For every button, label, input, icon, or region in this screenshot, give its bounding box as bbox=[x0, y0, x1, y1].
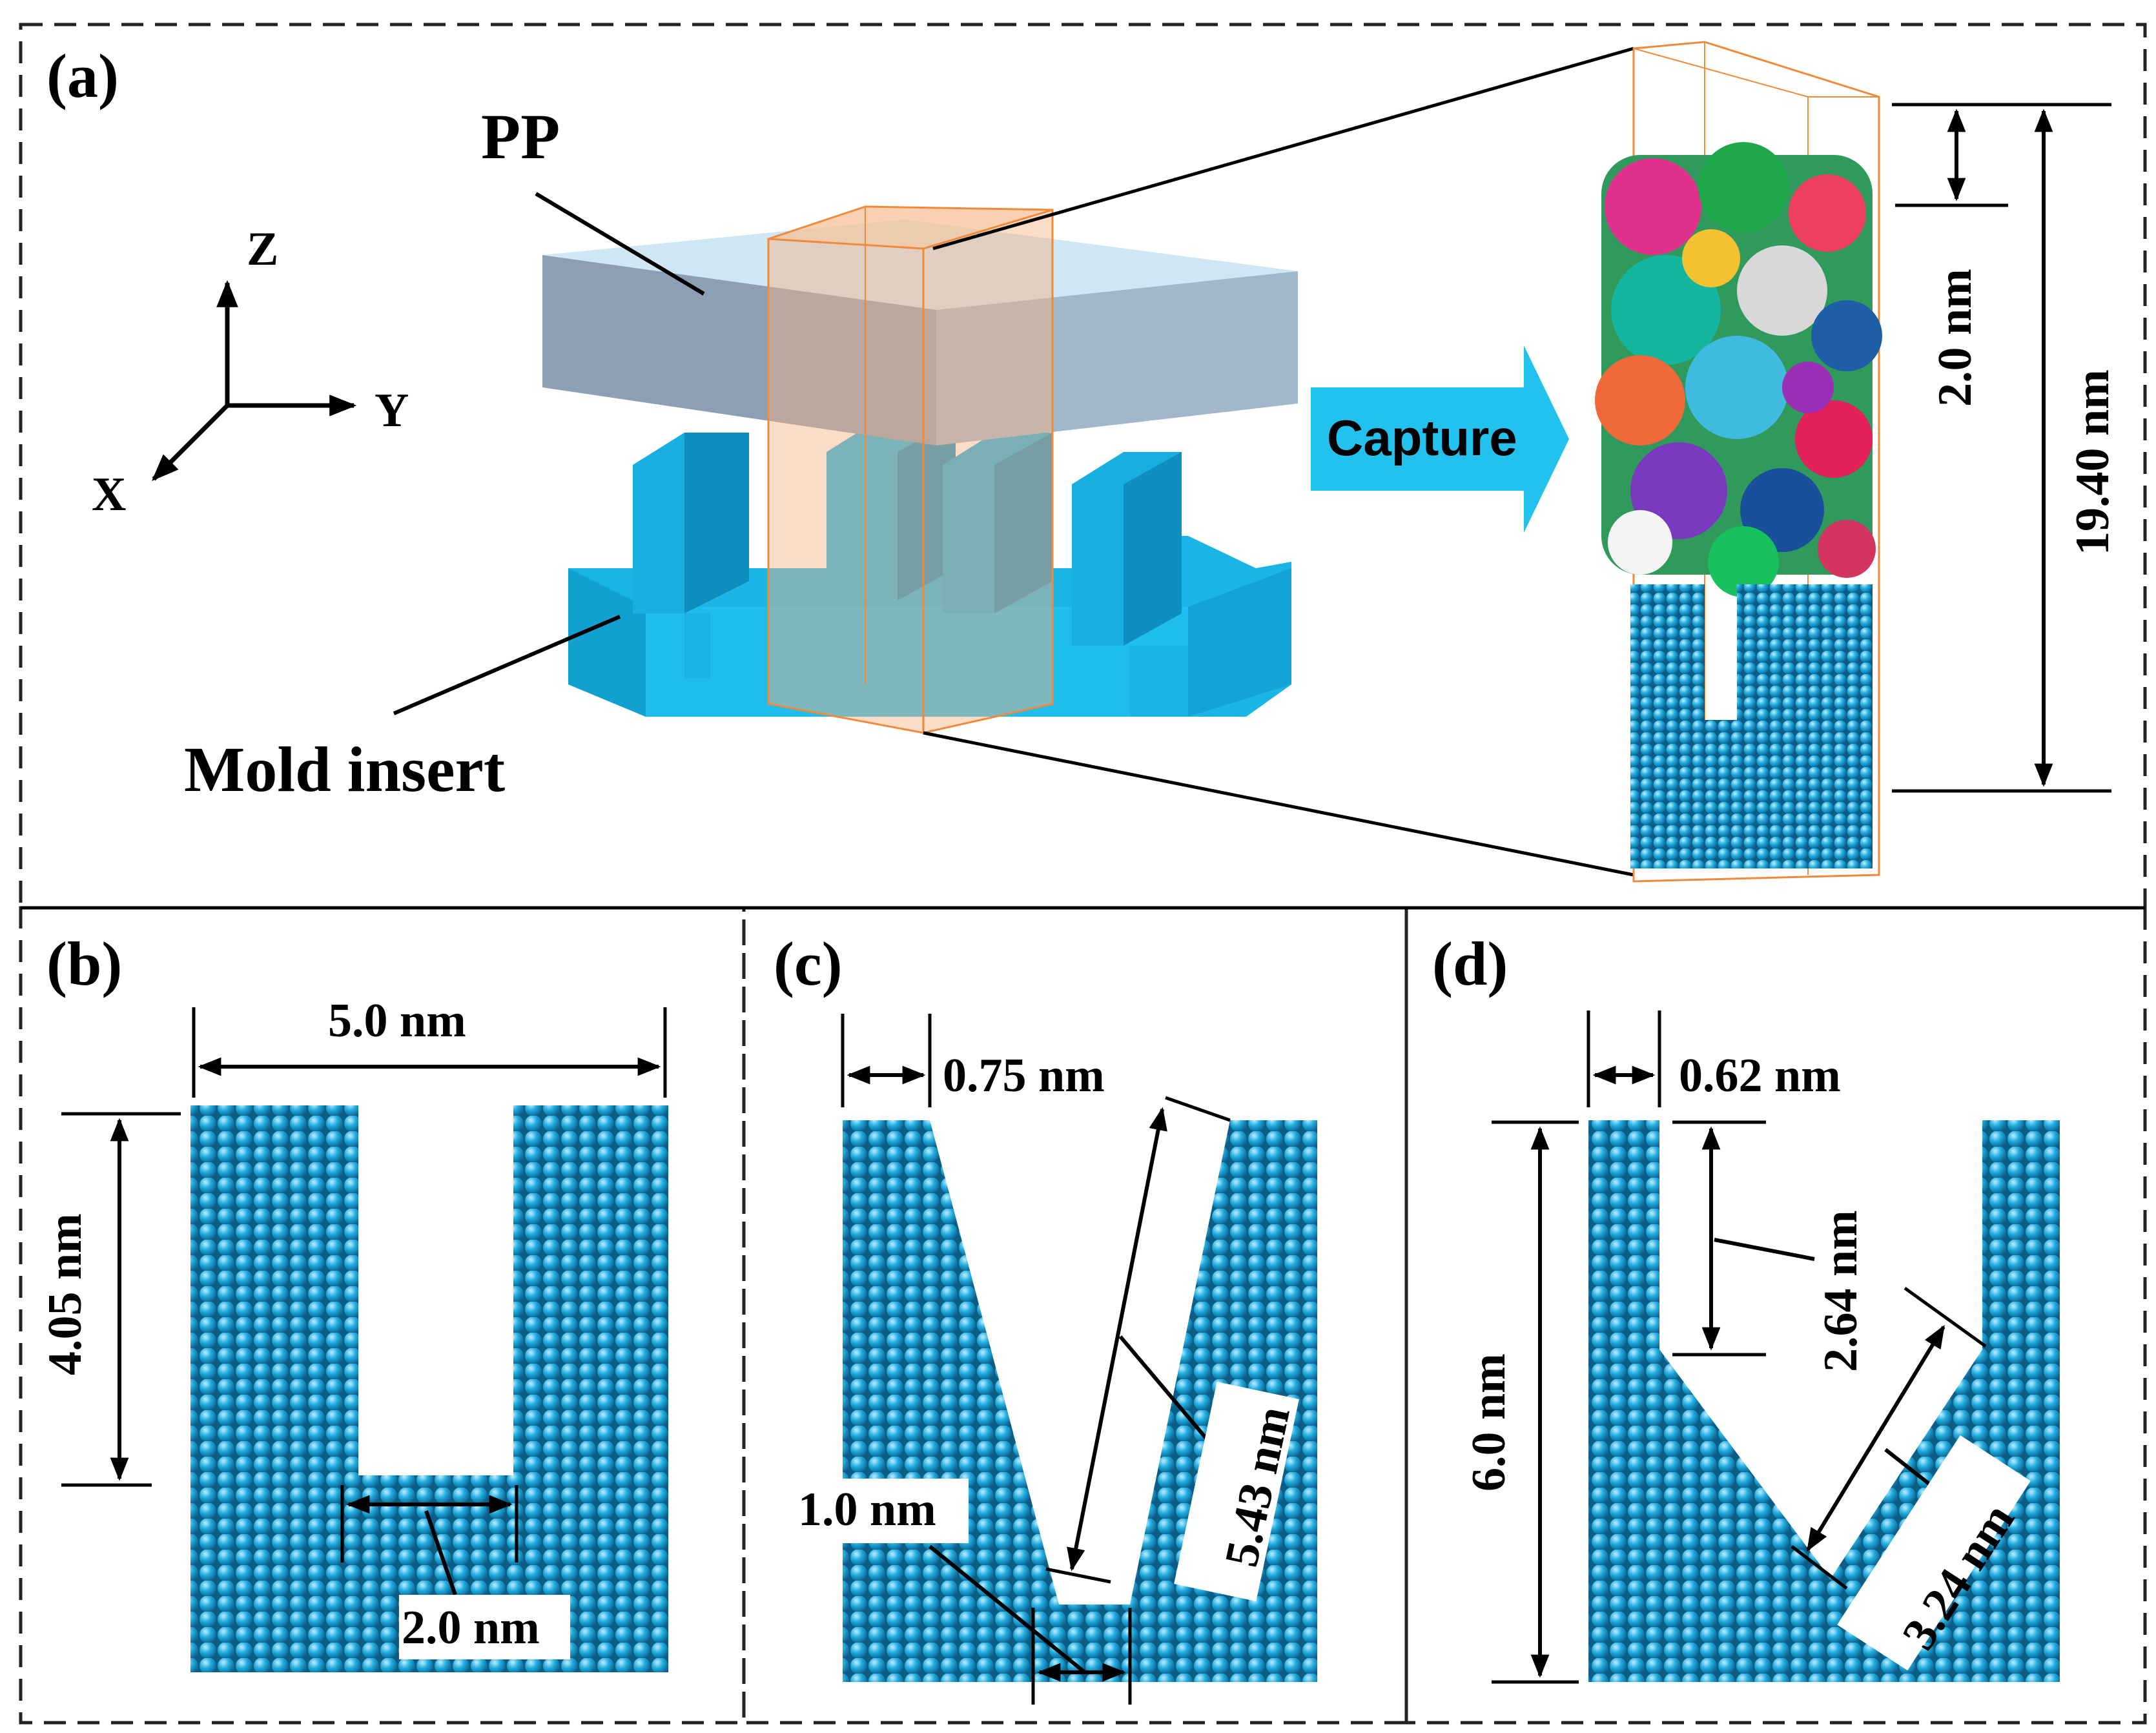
polymer-cluster bbox=[1595, 142, 1882, 597]
panel-a-label: (a) bbox=[46, 41, 119, 110]
depth-dimension-label-d: 2.64 nm bbox=[1814, 1210, 1867, 1372]
dimension-bottom-c: 1.0 nm bbox=[794, 1479, 1132, 1705]
mold-shape-b bbox=[190, 1105, 668, 1672]
mold-shape-d bbox=[1588, 1120, 2060, 1682]
bottom-dimension-label-b: 2.0 nm bbox=[402, 1601, 540, 1654]
bottom-dimension-label-c: 1.0 nm bbox=[798, 1483, 936, 1536]
dimension-depth-d: 2.64 nm bbox=[1672, 1120, 1867, 1372]
mold-leader bbox=[393, 615, 621, 715]
width-dimension-label-b: 5.0 nm bbox=[328, 994, 466, 1047]
pp-slab-model bbox=[542, 220, 1298, 446]
capture-box bbox=[767, 205, 1054, 734]
dimension-height-d: 6.0 nm bbox=[1463, 1120, 1579, 1684]
dimension-top-c: 0.75 nm bbox=[841, 1014, 1105, 1107]
capture-label: Capture bbox=[1327, 409, 1517, 466]
top-dimension-label-c: 0.75 nm bbox=[943, 1049, 1105, 1102]
md-snapshot bbox=[1595, 41, 1882, 883]
zoom-line-top bbox=[932, 46, 1634, 251]
axis-triad: Z Y X bbox=[92, 223, 409, 521]
height-dimension-label-d: 6.0 nm bbox=[1463, 1353, 1515, 1492]
mold-insert-label: Mold insert bbox=[184, 733, 505, 805]
height-dimension-label: 19.40 nm bbox=[2066, 369, 2119, 555]
snapshot-mold-atoms bbox=[1630, 584, 1873, 868]
panel-b-frame bbox=[19, 906, 746, 1725]
top-dimension-label-d: 0.62 nm bbox=[1679, 1049, 1841, 1102]
panel-d-label: (d) bbox=[1432, 929, 1508, 998]
panel-c-label: (c) bbox=[774, 929, 843, 998]
panel-b-label: (b) bbox=[46, 929, 122, 998]
depth-dimension-label-b: 4.05 nm bbox=[39, 1213, 92, 1375]
dimension-depth-b: 4.05 nm bbox=[39, 1112, 181, 1487]
dimension-bottom-b: 2.0 nm bbox=[340, 1485, 570, 1659]
pp-leader bbox=[535, 192, 705, 296]
axis-y-label: Y bbox=[375, 384, 409, 437]
pp-label: PP bbox=[481, 101, 560, 172]
gap-dimension-label: 2.0 nm bbox=[1929, 269, 1982, 407]
dimension-width-b: 5.0 nm bbox=[192, 994, 667, 1098]
dimension-top-d: 0.62 nm bbox=[1586, 1010, 1841, 1107]
zoom-line-bottom bbox=[923, 731, 1634, 877]
snapshot-dimensions: 2.0 nm 19.40 nm bbox=[1892, 103, 2119, 793]
axis-z-label: Z bbox=[247, 223, 278, 276]
capture-arrow: Capture bbox=[1311, 345, 1569, 533]
axis-x-label: X bbox=[92, 468, 126, 521]
